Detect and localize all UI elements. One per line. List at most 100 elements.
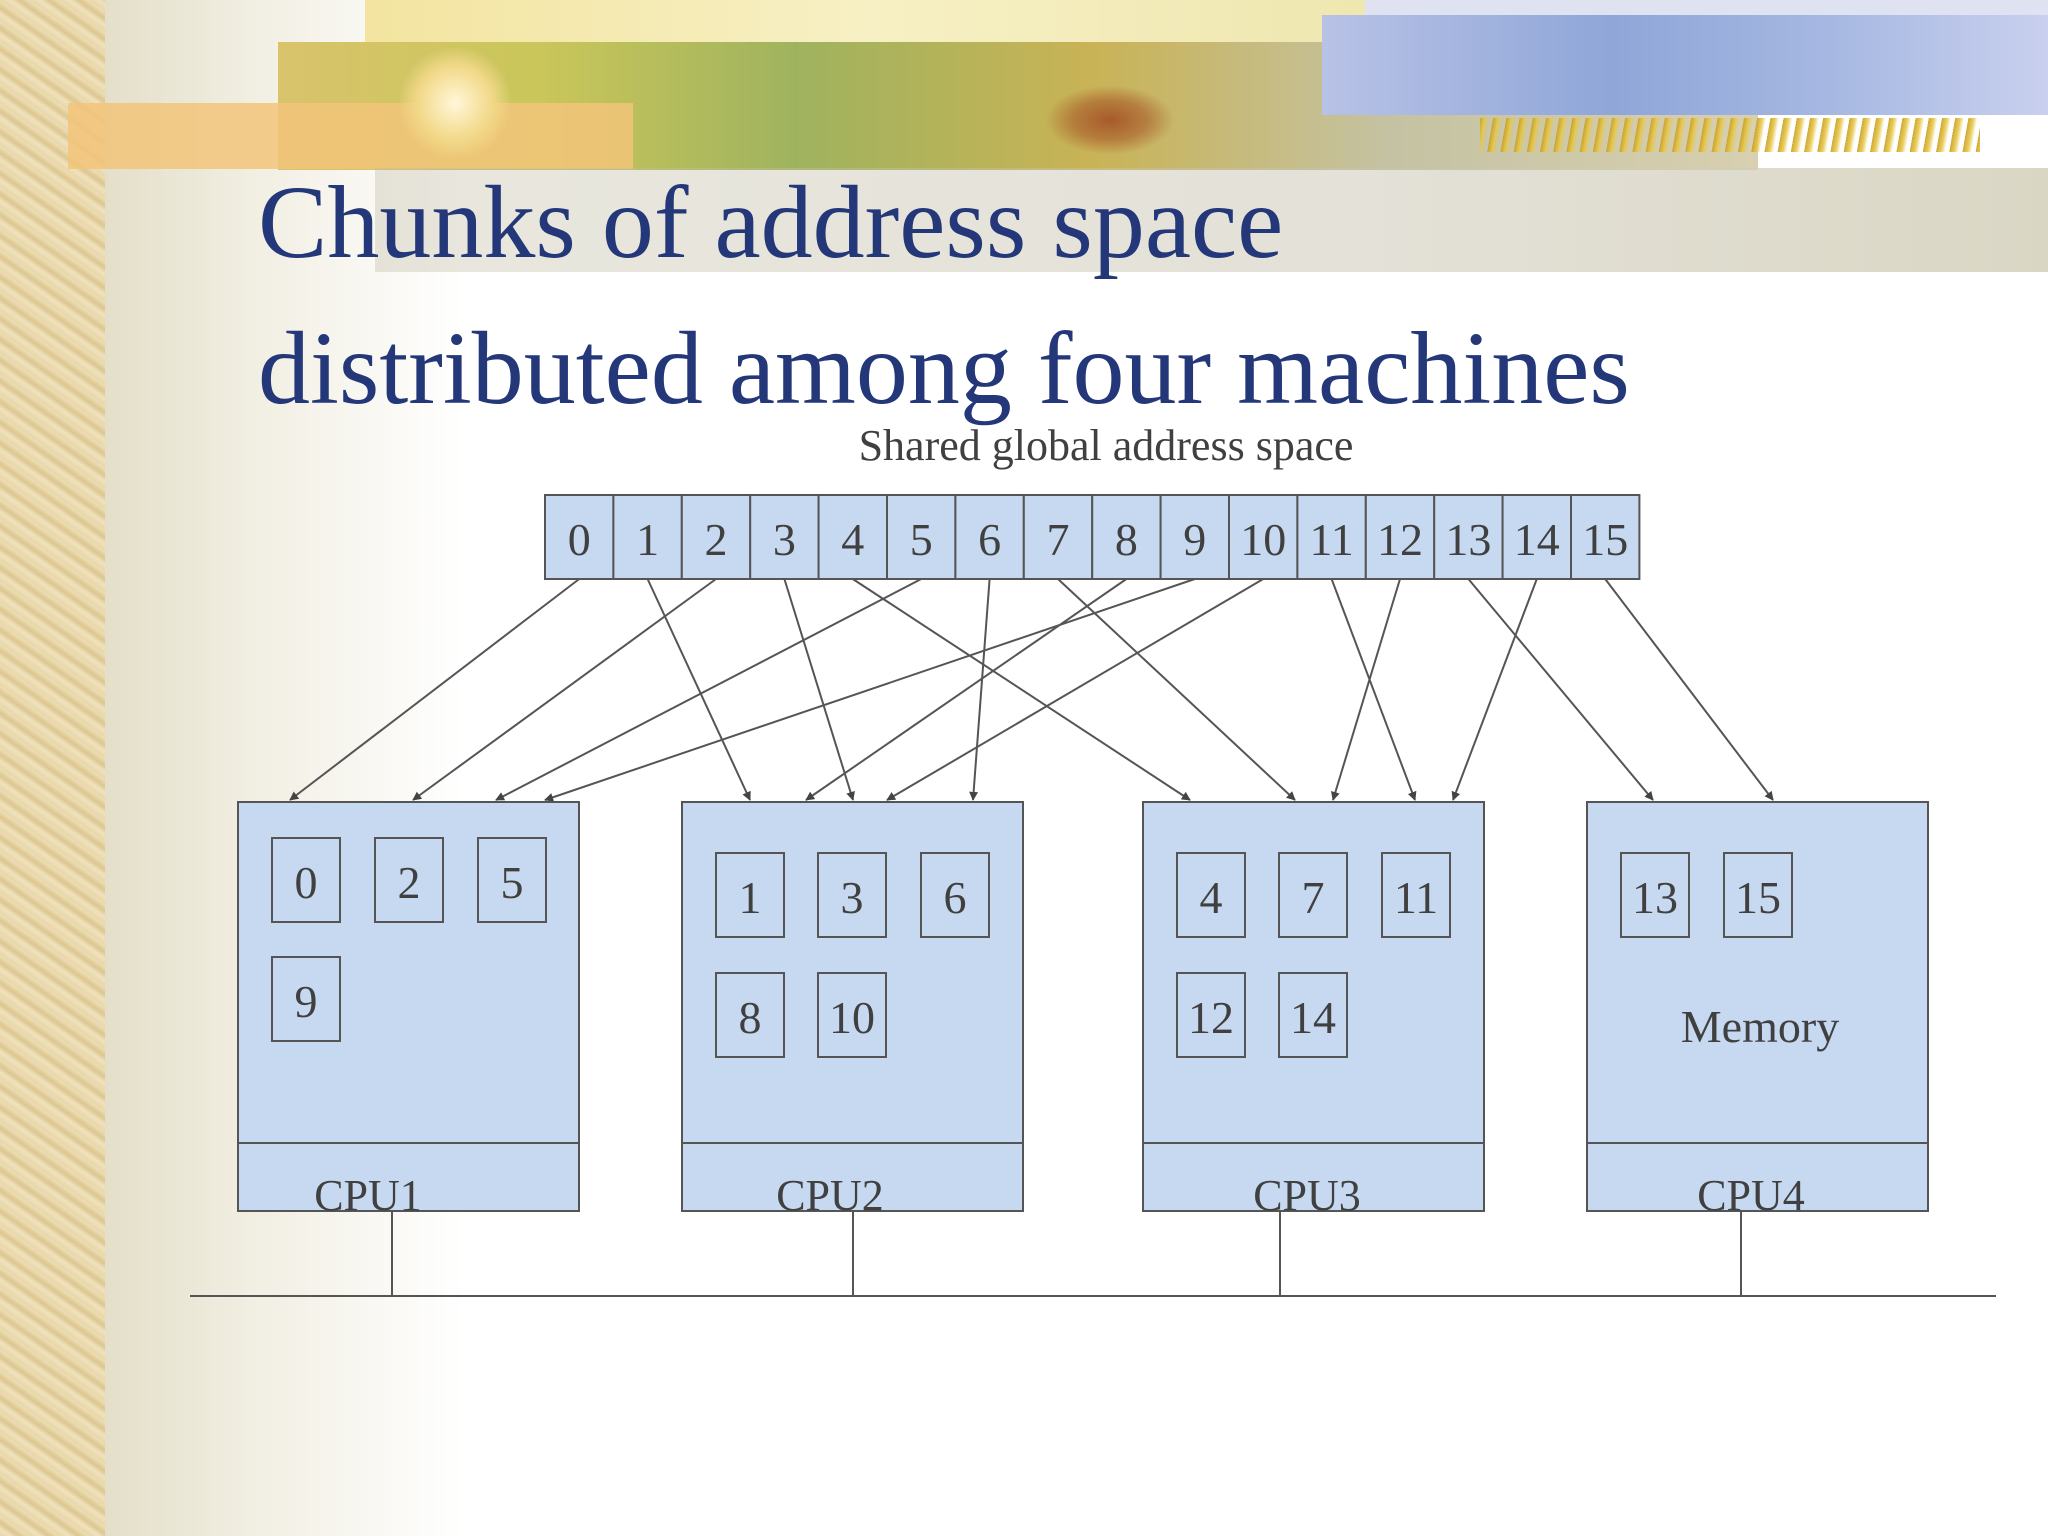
chunk-box (1176, 972, 1246, 1058)
slide-title-line-2: distributed among four machines (258, 311, 1630, 426)
address-cell (612, 494, 683, 580)
mapping-arrow (1330, 578, 1417, 801)
chunk-list: 4 7 11 12 14 (1176, 852, 1451, 1058)
address-cell-label: 4 (841, 514, 864, 565)
chunk-label: 6 (944, 872, 967, 923)
interconnect-bus (190, 1211, 1996, 1297)
decorative-blue-flowers (1322, 15, 2048, 115)
chunk-box (271, 956, 341, 1042)
address-cell-label: 10 (1240, 514, 1286, 565)
chunk-label: 8 (739, 992, 762, 1043)
chunk-box (715, 852, 785, 938)
mapping-arrow (544, 578, 1196, 802)
slide-title: Chunks of address space distributed amon… (258, 150, 1958, 442)
address-cell (749, 494, 820, 580)
decorative-gold-sprig (1480, 118, 1980, 152)
chunk-label: 11 (1394, 872, 1438, 923)
mapping-arrow (289, 578, 580, 801)
address-cell-label: 5 (910, 514, 933, 565)
decorative-banner-edge (1365, 0, 2048, 16)
address-cell (1570, 494, 1641, 580)
chunk-mapping-arrows (289, 578, 1774, 802)
chunk-label: 9 (295, 976, 318, 1027)
decorative-leaf (1045, 85, 1175, 155)
address-cell (1159, 494, 1230, 580)
address-cell-label: 7 (1047, 514, 1070, 565)
chunk-label: 14 (1290, 992, 1336, 1043)
chunk-label: 12 (1188, 992, 1234, 1043)
address-cell-label: 6 (978, 514, 1001, 565)
address-cell (886, 494, 957, 580)
cpu-box (1142, 1142, 1485, 1212)
address-cell (1501, 494, 1572, 580)
mapping-arrow (412, 578, 717, 801)
chunk-label: 7 (1302, 872, 1325, 923)
mapping-arrow (783, 578, 855, 801)
decorative-orange-band (68, 103, 633, 169)
chunk-box (374, 837, 444, 923)
chunk-label: 10 (829, 992, 875, 1043)
machine-cpu4: CPU4 Memory 13 15 (1586, 801, 1929, 1220)
chunk-box (715, 972, 785, 1058)
chunk-label: 1 (739, 872, 762, 923)
address-cell (1364, 494, 1436, 580)
cpu-label: CPU1 (314, 1171, 422, 1220)
chunk-list: 13 15 (1620, 852, 1793, 938)
chunk-box (817, 972, 887, 1058)
chunk-box (1278, 852, 1348, 938)
mapping-arrow (969, 578, 991, 801)
machine-cpu3: CPU3 4 7 11 12 14 (1142, 801, 1485, 1220)
chunk-list: 0 2 5 9 (271, 837, 547, 1042)
mapping-arrow (1451, 578, 1538, 801)
mapping-arrow (852, 578, 1191, 801)
textured-left-strip (0, 0, 105, 1536)
address-cell (1228, 494, 1299, 580)
address-cell-label: 1 (636, 514, 659, 565)
address-cell-label: 15 (1582, 514, 1628, 565)
mapping-arrow (1331, 578, 1401, 801)
cpu-box (237, 1142, 580, 1212)
chunk-label: 0 (295, 857, 318, 908)
cpu-label: CPU2 (776, 1171, 884, 1220)
address-cell-label: 13 (1445, 514, 1491, 565)
chunk-box (1381, 852, 1451, 938)
address-cell (1091, 494, 1162, 580)
chunk-box (1176, 852, 1246, 938)
mapping-arrow (495, 578, 922, 801)
chunk-list: 1 3 6 8 10 (715, 852, 990, 1058)
address-cell-label: 3 (773, 514, 796, 565)
address-space-label: Shared global address space (859, 421, 1354, 470)
chunk-label: 5 (501, 857, 524, 908)
address-cell-label: 9 (1183, 514, 1206, 565)
chunk-label: 4 (1200, 872, 1223, 923)
mapping-arrow (1604, 578, 1774, 801)
machine-cpu2: CPU2 1 3 6 8 10 (681, 801, 1024, 1220)
chunk-box (1278, 972, 1348, 1058)
decorative-grey-band (375, 168, 2048, 272)
chunk-label: 15 (1735, 872, 1781, 923)
address-cell (544, 494, 615, 580)
chunk-label: 2 (398, 857, 421, 908)
address-cell-label: 8 (1115, 514, 1138, 565)
decorative-flower (395, 48, 515, 158)
chunk-label: 3 (841, 872, 864, 923)
chunk-box (920, 852, 990, 938)
memory-label: Memory (1681, 1001, 1839, 1052)
decorative-banner-top (365, 0, 1365, 48)
chunk-box (1620, 852, 1690, 938)
address-cell (817, 494, 888, 580)
address-cell-label: 14 (1514, 514, 1560, 565)
chunk-box (271, 837, 341, 923)
mapping-arrow (646, 578, 751, 801)
mapping-arrow (886, 578, 1264, 801)
mapping-arrow (1467, 578, 1654, 801)
address-cell-label: 11 (1309, 514, 1353, 565)
cpu-box (681, 1142, 1024, 1212)
cpu-box (1586, 1142, 1929, 1212)
slide-title-line-1: Chunks of address space (258, 165, 1284, 280)
chunk-box (817, 852, 887, 938)
address-cell-label: 0 (568, 514, 591, 565)
address-cell (1433, 494, 1504, 580)
